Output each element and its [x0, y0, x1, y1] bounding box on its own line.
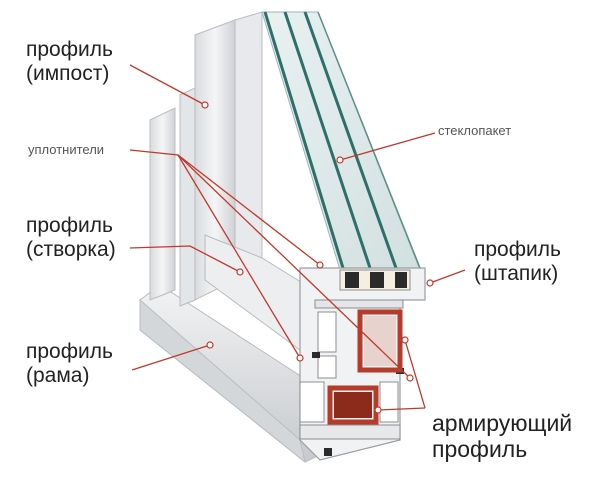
sash-profile: [204, 11, 331, 351]
label-frame: профиль (рама): [26, 340, 113, 388]
reinforcement-profile: [327, 309, 403, 425]
frame-profile: [139, 107, 331, 464]
label-impost: профиль (импост): [26, 38, 113, 86]
label-sash: профиль (створка): [26, 214, 116, 262]
label-sash-line1: профиль: [26, 214, 113, 237]
leader-lines: [129, 64, 466, 411]
label-reinforcement-line1: армирующий: [432, 410, 573, 436]
impost-profile: [179, 19, 236, 307]
label-reinforcement: армирующий профиль: [432, 410, 572, 463]
label-bead-line2: (штапик): [474, 262, 559, 286]
label-seals: уплотнители: [28, 142, 105, 157]
label-bead-line1: профиль: [474, 238, 561, 261]
label-impost-line2: (импост): [26, 62, 110, 86]
label-sash-line2: (створка): [26, 238, 116, 262]
label-frame-line1: профиль: [26, 340, 113, 363]
label-frame-line2: (рама): [26, 364, 90, 388]
label-glass: стеклопакет: [438, 123, 512, 138]
leader-dots: [201, 101, 434, 414]
label-bead: профиль (штапик): [474, 238, 561, 286]
glass-unit: [261, 11, 421, 271]
label-impost-line1: профиль: [26, 38, 113, 61]
label-reinforcement-line2: профиль: [432, 436, 528, 463]
